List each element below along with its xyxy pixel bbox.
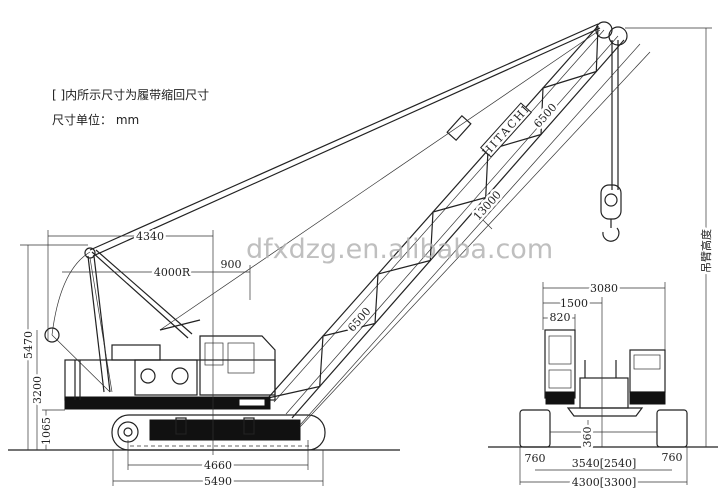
- retracted-dimension-note: [ ]内所示尺寸为履带缩回尺寸: [52, 88, 210, 102]
- gantry: [44, 247, 201, 393]
- boom-height-label: 吊臂高度: [699, 229, 713, 273]
- rear-view-crane: [519, 329, 688, 448]
- dim-boom-upper-6500: 6500: [531, 101, 559, 131]
- dim-3080: 3080: [590, 282, 618, 295]
- unit-note: 尺寸单位： mm: [52, 113, 140, 127]
- dim-1500: 1500: [560, 297, 588, 310]
- rear-right-track: [656, 409, 688, 448]
- boom-logo-plate: HITACHI: [480, 102, 533, 159]
- upper-structure: [64, 335, 276, 410]
- rear-left-track: [519, 409, 551, 448]
- pendant-rope: [92, 27, 601, 257]
- operator-cab: [199, 335, 276, 396]
- dim-360: 360: [581, 427, 594, 448]
- boom-box: [446, 114, 472, 142]
- dim-boom-13000: 13000: [471, 188, 504, 223]
- dim-4000r: 4000R: [154, 266, 191, 279]
- watermark: dfxdzg.en.alibaba.com: [246, 234, 553, 265]
- dim-4660: 4660: [204, 459, 232, 472]
- truss-lacing: [267, 25, 599, 399]
- boom-truss: [267, 25, 599, 399]
- dim-900: 900: [221, 258, 242, 271]
- dim-760-right: 760: [662, 451, 683, 464]
- pendant-rope: [89, 23, 599, 251]
- rear-view-dimensions: 3080 1500 820 360 760 760 3540[2540] 430…: [519, 280, 688, 492]
- hoist-rope: [159, 29, 601, 331]
- dim-3540: 3540[2540]: [572, 457, 637, 470]
- dim-3200: 3200: [31, 376, 44, 404]
- dim-4300: 4300[3300]: [572, 476, 637, 489]
- dim-5470: 5470: [22, 331, 35, 359]
- dim-820: 820: [550, 311, 571, 324]
- dim-1065: 1065: [40, 417, 53, 445]
- dim-5490: 5490: [204, 475, 232, 488]
- hook-block: [600, 40, 622, 242]
- dim-760-left: 760: [525, 452, 546, 465]
- dim-4340: 4340: [136, 230, 164, 243]
- counterweight-ball: [44, 327, 60, 343]
- boom-logo: HITACHI: [480, 102, 533, 159]
- crawler-track: [111, 414, 326, 451]
